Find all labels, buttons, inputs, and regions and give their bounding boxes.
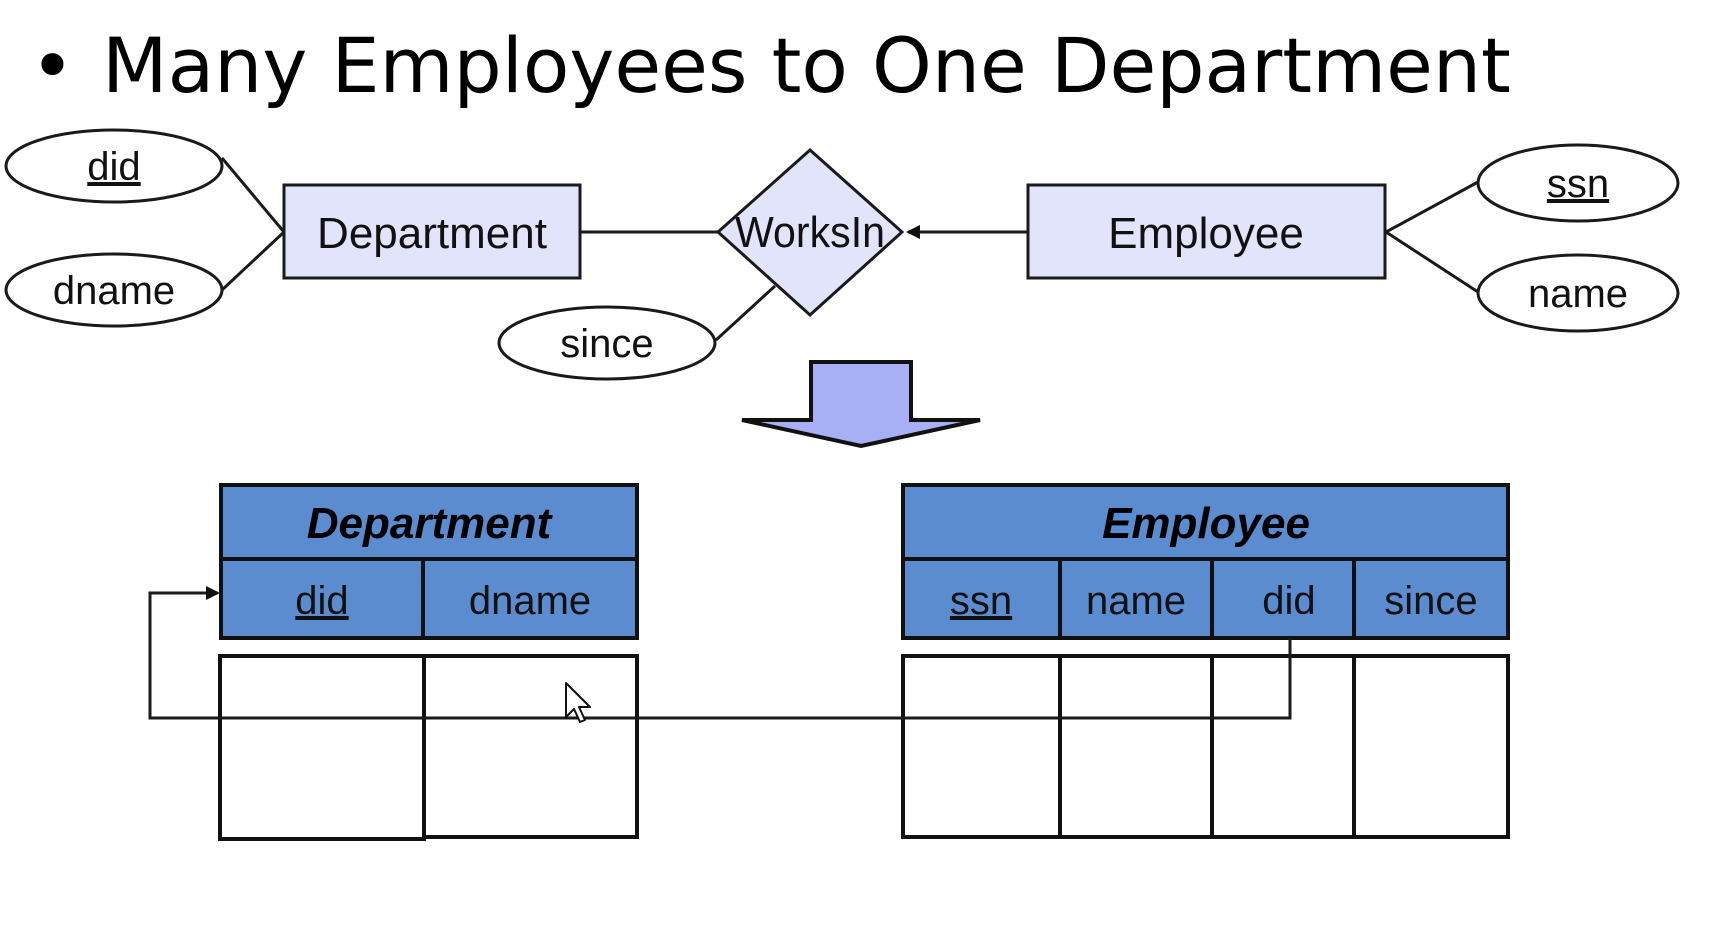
employee-data-cell-since [1352,654,1510,839]
employee-col-since: since [1384,579,1477,623]
name-link [1385,230,1479,294]
attribute-dname-label: dname [53,269,175,313]
mouse-cursor-icon [565,682,591,723]
entity-employee: Employee [1026,183,1387,280]
employee-data-cell-ssn [901,654,1062,839]
employee-col-name: name [1086,579,1186,623]
attribute-dname: dname [4,252,224,328]
department-data-cell-did [218,654,426,841]
department-table: Department did dname [218,483,639,841]
attribute-ssn-label: ssn [1547,162,1609,206]
employee-col-ssn-cell [901,557,1062,640]
attribute-ssn: ssn [1476,143,1680,223]
department-col-did-cell [219,557,425,640]
relationship-worksin: WorksIn [715,147,905,318]
slide-title: Many Employees to One Department [102,21,1511,110]
title-bullet: • [30,21,75,110]
employee-table: Employee ssn name did since [901,483,1510,839]
entity-department-label: Department [317,209,547,258]
foreign-key-arrow [148,586,1292,720]
dname-link [220,230,286,292]
attribute-since-label: since [560,322,653,366]
entity-employee-label: Employee [1108,209,1304,258]
department-col-dname-cell [421,557,639,640]
employee-col-did-cell [1210,557,1356,640]
attribute-did-label: did [87,145,140,189]
employee-col-did: did [1262,579,1315,623]
employee-col-name-cell [1058,557,1214,640]
employee-col-ssn: ssn [950,579,1012,623]
attribute-name-label: name [1528,272,1628,316]
employee-col-since-cell [1352,557,1510,640]
ssn-link [1385,180,1479,234]
employee-table-title: Employee [1102,499,1310,548]
attribute-did: did [4,128,224,204]
since-link [714,284,777,342]
employee-data-cell-name [1058,654,1214,839]
department-col-did: did [295,579,348,623]
department-table-title: Department [307,499,554,548]
relationship-worksin-label: WorksIn [735,208,885,257]
department-table-title-cell [219,483,639,561]
attribute-name: name [1476,253,1680,333]
attribute-since: since [497,305,717,381]
entity-department: Department [282,183,582,280]
department-data-cell-dname [422,654,639,839]
employee-data-cell-did [1210,654,1356,839]
did-link [220,157,286,233]
department-col-dname: dname [469,579,591,623]
down-arrow-icon [741,360,981,449]
